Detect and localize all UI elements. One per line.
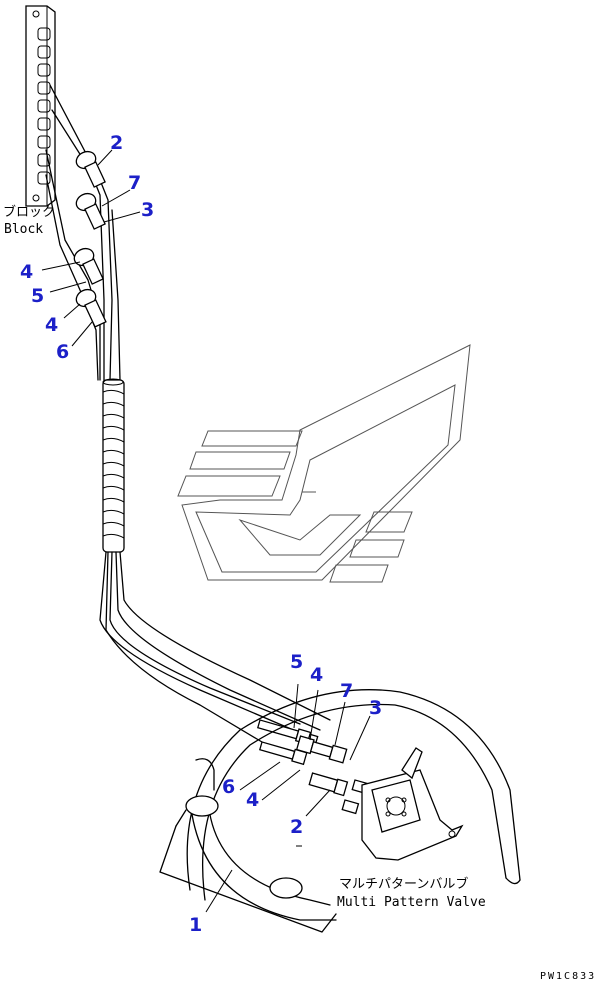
callout-bottom-4a: 4	[310, 664, 323, 686]
spiral-wrap	[102, 378, 125, 553]
callout-top-4b: 4	[45, 314, 58, 336]
drawing-code: PW1C833	[540, 971, 596, 982]
callout-top-4a: 4	[20, 261, 33, 283]
callout-top-6: 6	[56, 341, 69, 363]
block-label-jp: ブロック	[3, 204, 55, 220]
lower-pipe-bracket	[159, 795, 337, 933]
cab-frame	[186, 689, 521, 901]
callout-top-2: 2	[110, 132, 123, 154]
multi-pattern-valve	[361, 747, 464, 861]
watermark-logo	[177, 344, 471, 583]
callout-top-7: 7	[128, 172, 141, 194]
callout-bottom-1: 1	[189, 914, 202, 936]
upper-fittings	[73, 150, 107, 328]
block-manifold	[25, 5, 56, 207]
callout-bottom-2: 2	[290, 816, 303, 838]
callout-bottom-4b: 4	[246, 789, 259, 811]
valve-label-en: Multi Pattern Valve	[337, 895, 486, 910]
block-label-en: Block	[4, 222, 43, 237]
leader-lines	[41, 149, 371, 913]
callout-bottom-6: 6	[222, 776, 235, 798]
hose-lines-upper	[45, 84, 121, 381]
hose-lines-lower	[99, 551, 331, 743]
callout-bottom-5: 5	[290, 651, 303, 673]
callout-top-3: 3	[141, 199, 154, 221]
callout-top-5: 5	[31, 285, 44, 307]
callout-bottom-7: 7	[340, 680, 353, 702]
valve-label-jp: マルチパターンバルブ	[339, 876, 468, 892]
callout-bottom-3: 3	[369, 697, 382, 719]
